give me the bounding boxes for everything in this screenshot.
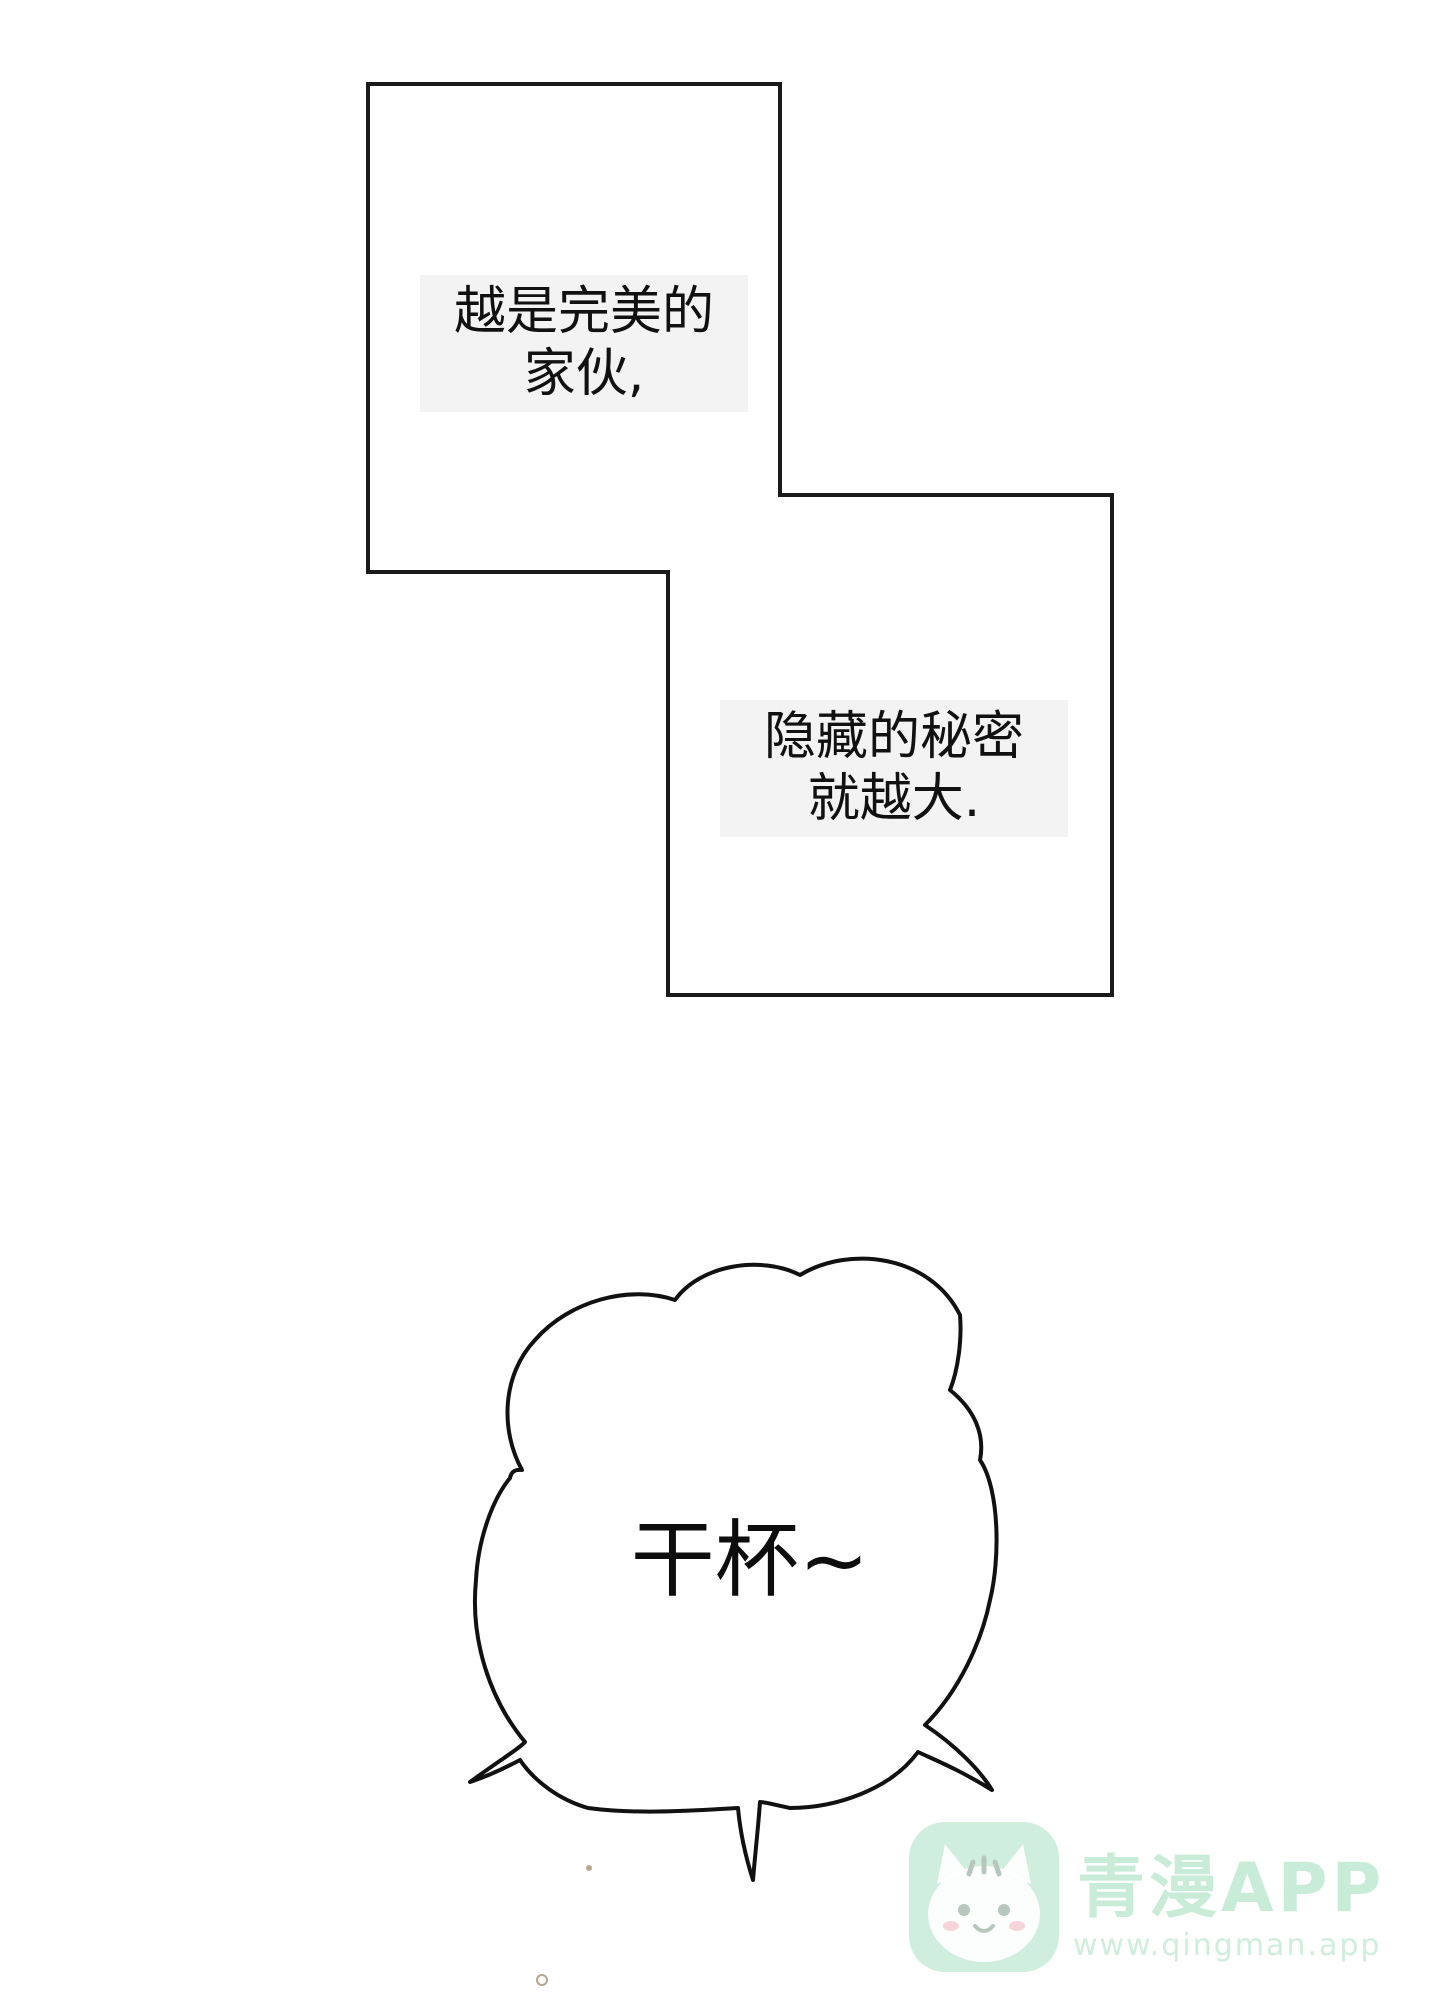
- watermark-url: www.qingman.app: [1073, 1928, 1382, 1963]
- speech-bubble-text: 干杯~: [630, 1511, 870, 1609]
- watermark-title: 青漫APP: [1077, 1849, 1386, 1928]
- caption-line: 越是完美的: [453, 282, 714, 342]
- cat-face-icon: [909, 1822, 1059, 1972]
- narration-caption-second: 隐藏的秘密 就越大.: [720, 700, 1068, 837]
- ink-speck: [536, 1974, 548, 1986]
- app-watermark: 青漫APP www.qingman.app: [905, 1818, 1425, 1978]
- caption-line: 隐藏的秘密: [763, 707, 1024, 767]
- caption-line: 家伙,: [523, 344, 645, 405]
- cloud-speech-bubble: [468, 1256, 999, 1882]
- ink-speck: [586, 1865, 592, 1871]
- narration-box-outline: [366, 82, 1114, 997]
- narration-caption-first: 越是完美的 家伙,: [420, 275, 748, 412]
- caption-line: 就越大.: [807, 769, 981, 830]
